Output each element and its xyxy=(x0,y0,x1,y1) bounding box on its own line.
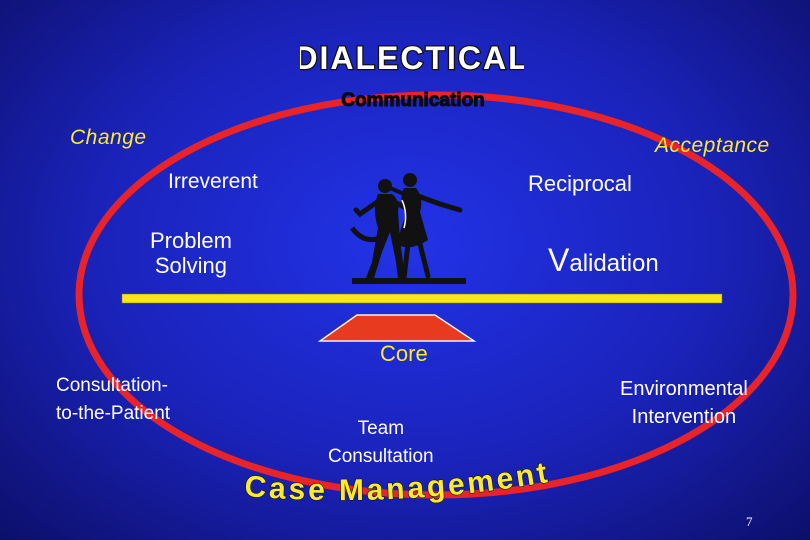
dialectic-ellipse xyxy=(75,91,797,499)
title-communication: Communication xyxy=(341,90,486,112)
team-line1: Team xyxy=(357,418,405,439)
problem-line1: Problem xyxy=(150,228,232,253)
balance-beam xyxy=(121,293,723,304)
svg-text:Case Management: Case Management xyxy=(243,458,552,507)
case-management-text: Case Management xyxy=(243,458,550,508)
label-change: Change xyxy=(70,126,147,149)
fulcrum xyxy=(317,314,477,342)
label-problem-solving: Problem Solving xyxy=(150,228,232,278)
validation-initial: V xyxy=(548,242,570,278)
label-reciprocal: Reciprocal xyxy=(528,171,632,196)
team-line2: Consultation xyxy=(328,446,434,467)
validation-rest: alidation xyxy=(569,250,659,277)
label-environmental-intervention: Environmental Intervention xyxy=(620,375,748,431)
problem-line2: Solving xyxy=(154,253,228,278)
title-dialectical: DIALECTICAL xyxy=(300,39,524,78)
label-core: Core xyxy=(380,341,428,366)
consult-line2: to-the-Patient xyxy=(56,403,171,424)
dancing-couple-icon xyxy=(350,173,466,284)
label-team-consultation: Team Consultation xyxy=(328,415,434,471)
label-validation: Validation xyxy=(548,242,659,279)
title-communication-text: Communication xyxy=(341,90,485,111)
env-line2: Intervention xyxy=(631,406,737,428)
title-dialectical-text: DIALECTICAL xyxy=(300,40,524,76)
page-number: 7 xyxy=(746,514,753,529)
consult-line1: Consultation- xyxy=(56,375,168,396)
label-acceptance: Acceptance xyxy=(655,134,770,157)
label-case-management: Case Management xyxy=(243,458,552,508)
label-irreverent: Irreverent xyxy=(168,170,258,193)
env-line1: Environmental xyxy=(620,378,748,400)
label-consultation-to-the-patient: Consultation- to-the-Patient xyxy=(56,372,170,428)
